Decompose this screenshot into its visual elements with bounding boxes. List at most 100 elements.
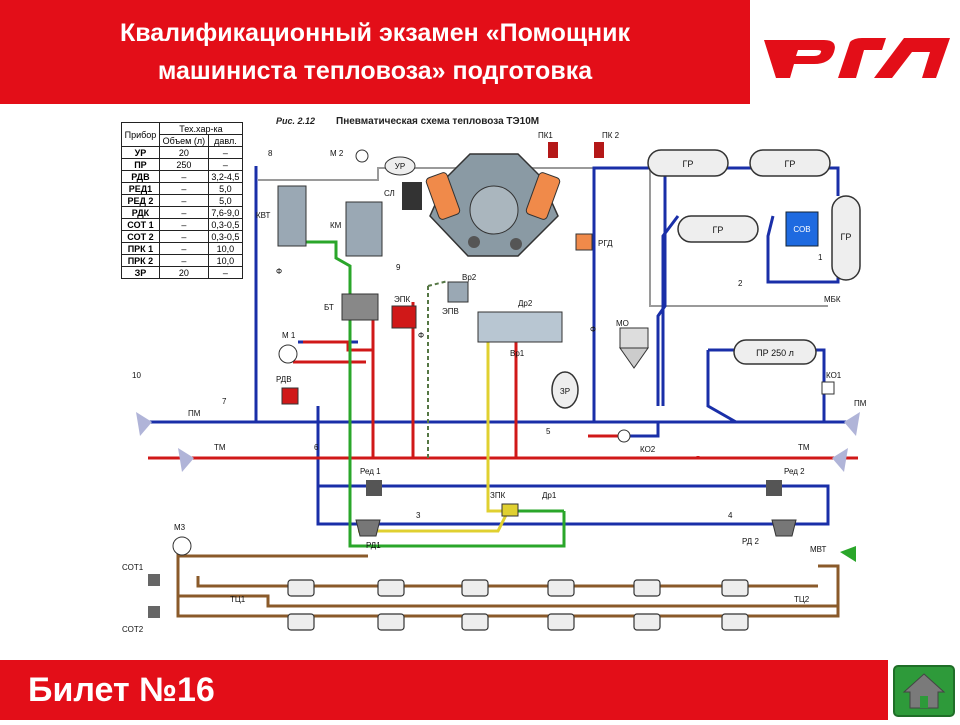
pneumatic-scheme-diagram: Рис. 2.12 Пневматическая схема тепловоза… (122, 116, 867, 634)
label-pm-left: ПМ (188, 409, 201, 418)
brake-cylinder (721, 613, 749, 631)
label-tm-left: ТМ (214, 443, 226, 452)
brake-cylinder (287, 579, 315, 597)
label-vr2: Вр2 (462, 273, 477, 282)
svg-text:РГД: РГД (598, 239, 613, 248)
svg-text:РД1: РД1 (366, 541, 381, 550)
device-red1: Ред 1 (360, 467, 382, 496)
device-ur: УР (384, 156, 416, 176)
pipe-green-network (303, 240, 566, 548)
device-zpk: ЗПК (490, 491, 519, 517)
svg-text:КО2: КО2 (640, 445, 656, 454)
device-sov: СОВ (785, 211, 819, 247)
label-n8: 8 (268, 149, 273, 158)
device-rgd: РГД (575, 233, 613, 251)
device-epk: ЭПК (391, 295, 417, 329)
svg-text:М 2: М 2 (330, 149, 344, 158)
table-header-device: Прибор (121, 122, 160, 147)
label-n10: 10 (132, 371, 141, 380)
label-n7: 7 (222, 397, 227, 406)
svg-text:М3: М3 (174, 523, 186, 532)
svg-text:КВТ: КВТ (256, 211, 270, 220)
label-tc2: ТЦ2 (794, 595, 810, 604)
pipe-dashed (427, 280, 449, 458)
device-rdv: РДВ (276, 375, 299, 405)
svg-text:ЗПК: ЗПК (490, 491, 506, 500)
svg-text:КМ: КМ (330, 221, 342, 230)
label-mbk: МБК (824, 295, 841, 304)
brake-cylinder (461, 613, 489, 631)
tank-pr-250: ПР 250 л (733, 339, 817, 365)
figure-caption: Пневматическая схема тепловоза ТЭ10М (336, 116, 539, 127)
table-row: РДВ–3,2-4,5 (121, 170, 244, 183)
label-f2: Ф (418, 331, 424, 340)
brake-cylinder (633, 579, 661, 597)
page-title: Квалификационный экзамен «Помощник машин… (20, 14, 730, 90)
valve-pk1: ПК1 (538, 131, 558, 158)
label-tc1: ТЦ1 (230, 595, 246, 604)
ticket-number: Билет №16 (28, 671, 215, 709)
svg-text:ПР 250 л: ПР 250 л (756, 348, 794, 358)
device-vr1: Вр1 (477, 311, 563, 358)
tank-gr-4: ГР (831, 195, 861, 281)
table-row: СОТ 1–0,3-0,5 (121, 218, 244, 231)
label-dr1: Др1 (542, 491, 557, 500)
device-kvt: КВТ (256, 185, 307, 247)
label-n1: 1 (818, 253, 823, 262)
label-tm-right: ТМ (798, 443, 810, 452)
svg-text:ГР: ГР (841, 232, 852, 242)
device-rd2: РД 2 (742, 519, 797, 546)
svg-text:М 1: М 1 (282, 331, 296, 340)
valve-mvt: МВТ (810, 545, 856, 562)
device-sl: СЛ (384, 182, 422, 210)
label-dr2: Др2 (518, 299, 533, 308)
svg-text:ЭПК: ЭПК (394, 295, 411, 304)
label-f1: Ф (276, 267, 282, 276)
brake-cylinder (547, 579, 575, 597)
device-rd1: РД1 (355, 519, 381, 550)
device-epv: ЭПВ (442, 281, 469, 316)
label-pm-right: ПМ (854, 399, 867, 408)
svg-text:ПК 2: ПК 2 (602, 131, 620, 140)
label-f3: Ф (590, 325, 596, 334)
svg-text:Ред 2: Ред 2 (784, 467, 805, 476)
table-row: РДК–7,6-9,0 (121, 206, 244, 219)
brake-cylinders (287, 579, 749, 631)
table-header-pressure: давл. (207, 134, 244, 147)
device-km: КМ (330, 201, 383, 257)
footer-banner: Билет №16 (0, 660, 888, 720)
svg-text:СОТ1: СОТ1 (122, 563, 144, 572)
brake-cylinder (377, 579, 405, 597)
gauge-m1: М 1 (278, 331, 298, 364)
table-header-volume: Объем (л) (158, 134, 209, 147)
valve-pk2: ПК 2 (594, 131, 620, 158)
title-line-2: машиниста тепловоза» подготовка (157, 57, 593, 85)
header-banner: Квалификационный экзамен «Помощник машин… (0, 0, 750, 104)
label-n6: 6 (314, 443, 319, 452)
device-bt: БТ (324, 293, 379, 321)
label-n3: 3 (416, 511, 421, 520)
brake-cylinder (377, 613, 405, 631)
svg-text:КО1: КО1 (826, 371, 842, 380)
brake-cylinder (287, 613, 315, 631)
gauge-m2: М 2 (330, 149, 369, 163)
device-mo: МО (616, 319, 649, 369)
svg-text:ГР: ГР (785, 159, 796, 169)
svg-text:СОВ: СОВ (793, 225, 810, 234)
home-button[interactable] (888, 660, 960, 720)
label-n2: 2 (738, 279, 743, 288)
svg-text:Ред 1: Ред 1 (360, 467, 381, 476)
valve-ko1: КО1 (821, 371, 842, 395)
title-line-1: Квалификационный экзамен «Помощник (119, 19, 631, 47)
table-row: ПРК 2–10,0 (121, 254, 244, 267)
brake-cylinder (721, 579, 749, 597)
svg-text:Вр1: Вр1 (510, 349, 525, 358)
label-n5: 5 (546, 427, 551, 436)
svg-text:ЭПВ: ЭПВ (442, 307, 459, 316)
tank-gr-1: ГР (647, 149, 729, 177)
figure-caption-prefix: Рис. 2.12 (276, 116, 315, 126)
